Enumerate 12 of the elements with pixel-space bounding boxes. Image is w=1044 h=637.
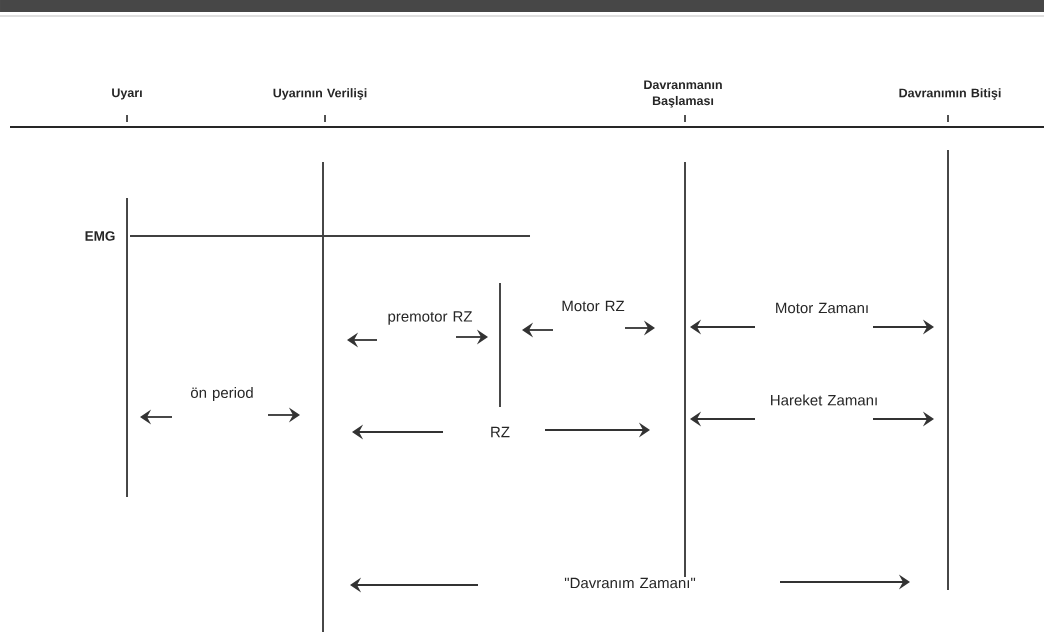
interval-label: premotor RZ	[388, 311, 473, 325]
interval-label: ön period	[190, 387, 253, 401]
event-heading: Davranımın Bitişi	[899, 88, 1001, 100]
interval-label: Motor RZ	[562, 300, 625, 312]
event-heading: Uyarı	[112, 88, 142, 100]
event-heading: Uyarının Verilişi	[273, 88, 367, 100]
interval-label: Motor Zamanı	[776, 302, 868, 314]
event-heading: Davranmanın Başlaması	[644, 80, 722, 108]
interval-label: RZ	[491, 426, 510, 438]
interval-label: Hareket Zamanı	[771, 394, 877, 406]
signal-label: EMG	[85, 231, 115, 241]
interval-label: "Davranım Zamanı"	[564, 577, 696, 589]
